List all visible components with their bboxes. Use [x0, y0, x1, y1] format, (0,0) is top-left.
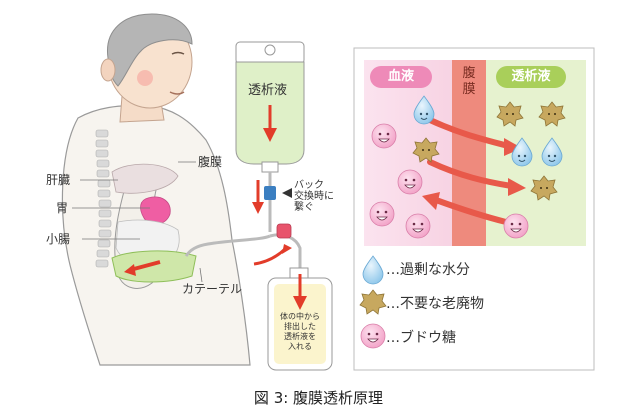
membrane-header: 腹 膜	[452, 66, 486, 98]
drain-bag-line-4: 入れる	[288, 342, 312, 351]
water-drop-icon	[413, 95, 435, 125]
drain-bag-line-2: 排出した	[284, 322, 316, 331]
stomach-label: 胃	[56, 201, 69, 215]
legend-waste-particle-icon	[359, 289, 387, 315]
waste-particle-icon	[530, 175, 558, 201]
drain-bag-note: 体の中から 排出した 透析液を 入れる	[274, 312, 326, 352]
legend-glucose-smiley-icon	[360, 323, 386, 349]
drain-bag-line-3: 透析液を	[284, 332, 316, 341]
peritoneum-panel	[353, 47, 595, 371]
dialysate-region	[486, 60, 586, 246]
legend-waste-text: …不要な老廃物	[386, 296, 484, 312]
glucose-smiley-icon	[369, 201, 395, 227]
drain-bag	[267, 267, 333, 371]
glucose-smiley-icon	[503, 213, 529, 239]
water-drop-icon	[541, 137, 563, 167]
drain-bag-line-1: 体の中から	[280, 312, 320, 321]
dialysate-header: 透析液	[496, 66, 566, 88]
patient-figure	[61, 13, 251, 366]
bag-exchange-note: バック 交換時に 繋ぐ	[294, 180, 334, 213]
waste-particle-icon	[412, 137, 440, 163]
liver-label: 肝臓	[46, 173, 71, 187]
legend-glucose-text: …ブドウ糖	[386, 330, 456, 346]
label-leaders	[72, 161, 203, 283]
waste-particle-icon	[538, 101, 566, 127]
bag-exchange-line-3: 繋ぐ	[294, 202, 314, 213]
bag-exchange-line-2: 交換時に	[294, 191, 334, 202]
dialysate-bag-label: 透析液	[248, 83, 288, 98]
liver-organ	[111, 163, 179, 194]
tubing	[184, 172, 302, 272]
membrane-header-char-2: 膜	[462, 82, 476, 97]
peritoneum-label: 腹膜	[198, 155, 223, 169]
water-drop-icon	[511, 137, 533, 167]
glucose-smiley-icon	[405, 213, 431, 239]
waste-particle-icon	[496, 101, 524, 127]
membrane-header-char-1: 腹	[462, 66, 476, 81]
spine-icon	[95, 129, 112, 268]
small-intestine-label: 小腸	[46, 232, 71, 246]
glucose-smiley-icon	[371, 123, 397, 149]
glucose-smiley-icon	[397, 169, 423, 195]
bag-exchange-line-1: バック	[294, 180, 324, 191]
figure-caption: 図 3: 腹膜透析原理	[253, 389, 384, 407]
blood-header: 血液	[370, 66, 432, 88]
pointer-icon	[282, 188, 292, 198]
legend-water-text: …過剰な水分	[386, 262, 470, 278]
diffusion-arrows	[422, 117, 526, 225]
dialysate-bag	[235, 41, 305, 173]
blood-particles	[369, 95, 440, 239]
dialysate-particles	[496, 101, 566, 239]
legend-water-drop-icon	[362, 255, 384, 285]
catheter-label: カテーテル	[182, 282, 243, 296]
connector-clamp-icon	[264, 186, 276, 200]
